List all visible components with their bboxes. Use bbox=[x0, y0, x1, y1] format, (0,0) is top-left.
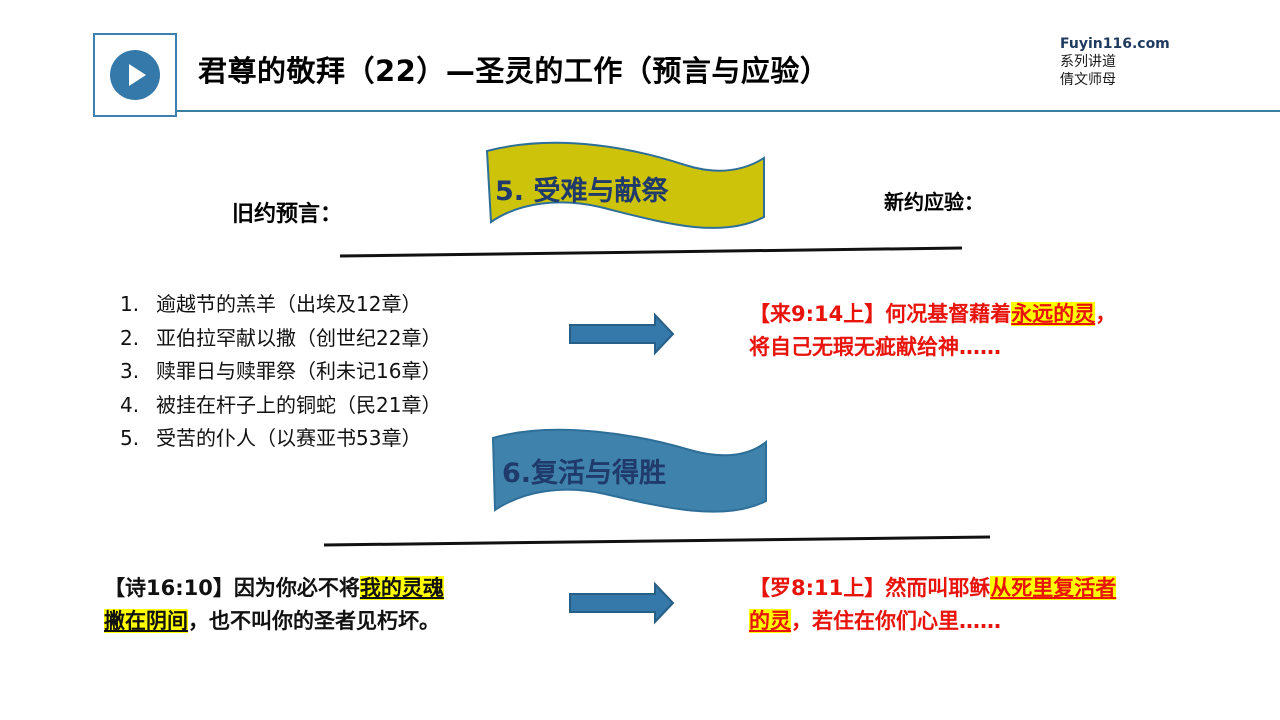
play-icon[interactable] bbox=[110, 50, 160, 100]
banner-5-label: 5. 受难与献祭 bbox=[495, 175, 669, 207]
banner-6-label: 6.复活与得胜 bbox=[502, 458, 666, 489]
arrow-right-icon bbox=[569, 312, 675, 356]
page-title: 君尊的敬拜（22）—圣灵的工作（预言与应验） bbox=[198, 54, 830, 88]
new-testament-label: 新约应验： bbox=[884, 190, 984, 214]
separator-line-1 bbox=[339, 246, 963, 258]
separator-line-2 bbox=[323, 535, 991, 547]
old-testament-label: 旧约预言： bbox=[232, 202, 343, 227]
highlighted-phrase: 从死里复活者 bbox=[990, 576, 1117, 600]
verse-ref: 【来9:14上】 bbox=[749, 302, 886, 326]
arrow-right-icon bbox=[569, 581, 675, 625]
prophecy-list: 1.逾越节的羔羊（出埃及12章） 2.亚伯拉罕献以撒（创世纪22章） 3.赎罪日… bbox=[120, 288, 441, 456]
banner-5-shape bbox=[485, 141, 765, 229]
fulfillment-hebrews: 【来9:14上】何况基督藉着永远的灵， 将自己无瑕无疵献给神…… bbox=[749, 302, 1117, 359]
highlighted-phrase: 永远的灵 bbox=[1011, 302, 1096, 326]
video-frame bbox=[93, 33, 177, 117]
verse-ref: 【诗16:10】 bbox=[104, 576, 234, 600]
list-item: 4.被挂在杆子上的铜蛇（民21章） bbox=[120, 392, 442, 417]
brand-speaker: 倩文师母 bbox=[1060, 72, 1116, 88]
list-item: 5.受苦的仆人（以赛亚书53章） bbox=[120, 426, 422, 450]
header-divider bbox=[177, 110, 1280, 112]
highlighted-phrase: 撇在阴间 bbox=[104, 609, 188, 633]
list-item: 3.赎罪日与赎罪祭（利未记16章） bbox=[120, 359, 442, 383]
highlighted-phrase: 我的灵魂 bbox=[359, 576, 444, 600]
fulfillment-romans: 【罗8:11上】然而叫耶稣从死里复活者 的灵，若住在你们心里…… bbox=[749, 576, 1117, 633]
brand-series: 系列讲道 bbox=[1060, 54, 1116, 70]
list-item: 1.逾越节的羔羊（出埃及12章） bbox=[120, 292, 422, 316]
brand-site: Fuyin116.com bbox=[1060, 36, 1170, 52]
brand-block: Fuyin116.com 系列讲道 倩文师母 bbox=[1060, 35, 1170, 89]
prophecy-psalm: 【诗16:10】因为你必不将我的灵魂 撇在阴间，也不叫你的圣者见朽坏。 bbox=[104, 576, 444, 633]
verse-ref: 【罗8:11上】 bbox=[749, 576, 886, 600]
highlighted-phrase: 的灵 bbox=[749, 609, 791, 633]
banner-6-shape bbox=[491, 428, 767, 513]
list-item: 2.亚伯拉罕献以撒（创世纪22章） bbox=[120, 325, 442, 350]
